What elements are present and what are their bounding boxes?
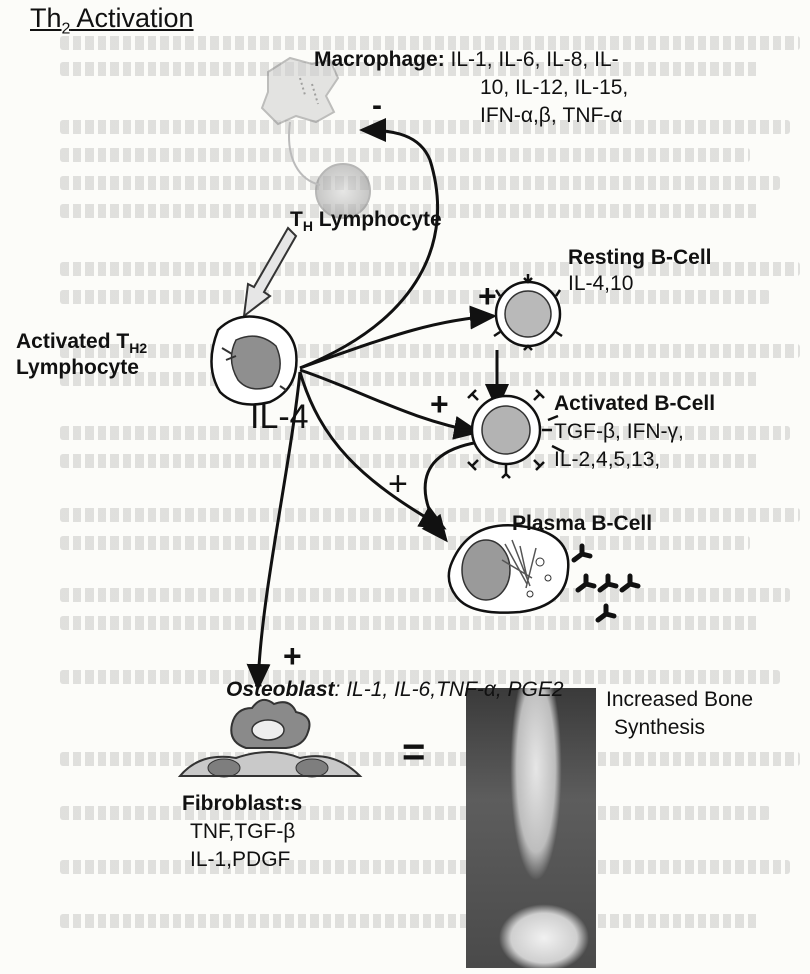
plasma-b-label: Plasma B-Cell [512, 512, 652, 536]
antibody-icons [574, 546, 638, 620]
activated-b-label: Activated B-Cell [554, 392, 715, 416]
il4-label: IL-4 [250, 398, 309, 436]
macrophage-cytokines-3: IFN-α,β, TNF-α [480, 104, 623, 128]
activated-b-cytokines-1: TGF-β, IFN-γ, [554, 420, 684, 444]
activation-arrow [244, 228, 296, 316]
activated-b-cytokines-2: IL-2,4,5,13, [554, 448, 660, 472]
macrophage-sign: - [372, 94, 382, 118]
arrow-to-resting-b [300, 316, 494, 368]
activated-b-sign: + [430, 392, 449, 416]
equals-sign: = [402, 730, 425, 774]
fibroblasts-cytokines-2: IL-1,PDGF [190, 848, 290, 872]
resting-b-sign: + [478, 284, 497, 308]
activated-th2-label-2: Lymphocyte [16, 356, 139, 380]
resting-b-cell [494, 274, 562, 350]
result-label-2: Synthesis [614, 716, 705, 740]
activated-th2-cell [211, 317, 296, 405]
osteoblast-label: Osteoblast: IL-1, IL-6,TNF-α, PGE2 [226, 678, 564, 702]
diagram-title: Th2 Activation [30, 6, 194, 41]
arrow-to-macrophage [300, 130, 438, 368]
macrophage-cytokines-2: 10, IL-12, IL-15, [480, 76, 628, 100]
resting-b-cytokines: IL-4,10 [568, 272, 633, 296]
arrow-activated-to-plasma [425, 442, 480, 540]
th-lymphocyte-label: TH Lymphocyte [290, 208, 442, 238]
arrow-to-activated-b [300, 370, 478, 432]
macrophage-link [289, 122, 320, 185]
osteoblast-sign: + [283, 644, 302, 668]
arrow-to-plasma-b [300, 372, 444, 528]
fibroblast-cells [180, 752, 360, 777]
result-label-1: Increased Bone [606, 688, 753, 712]
fibroblasts-label: Fibroblast:s [182, 792, 302, 816]
plasma-b-cell [449, 525, 568, 612]
activated-b-cell [460, 390, 564, 478]
osteoblast-cell [231, 700, 309, 748]
bone-xray-image [466, 688, 596, 968]
macrophage-label: Macrophage: IL-1, IL-6, IL-8, IL- [314, 48, 619, 72]
fibroblasts-cytokines-1: TNF,TGF-β [190, 820, 295, 844]
plasma-b-sign: + [388, 472, 408, 496]
resting-b-label: Resting B-Cell [568, 246, 712, 270]
